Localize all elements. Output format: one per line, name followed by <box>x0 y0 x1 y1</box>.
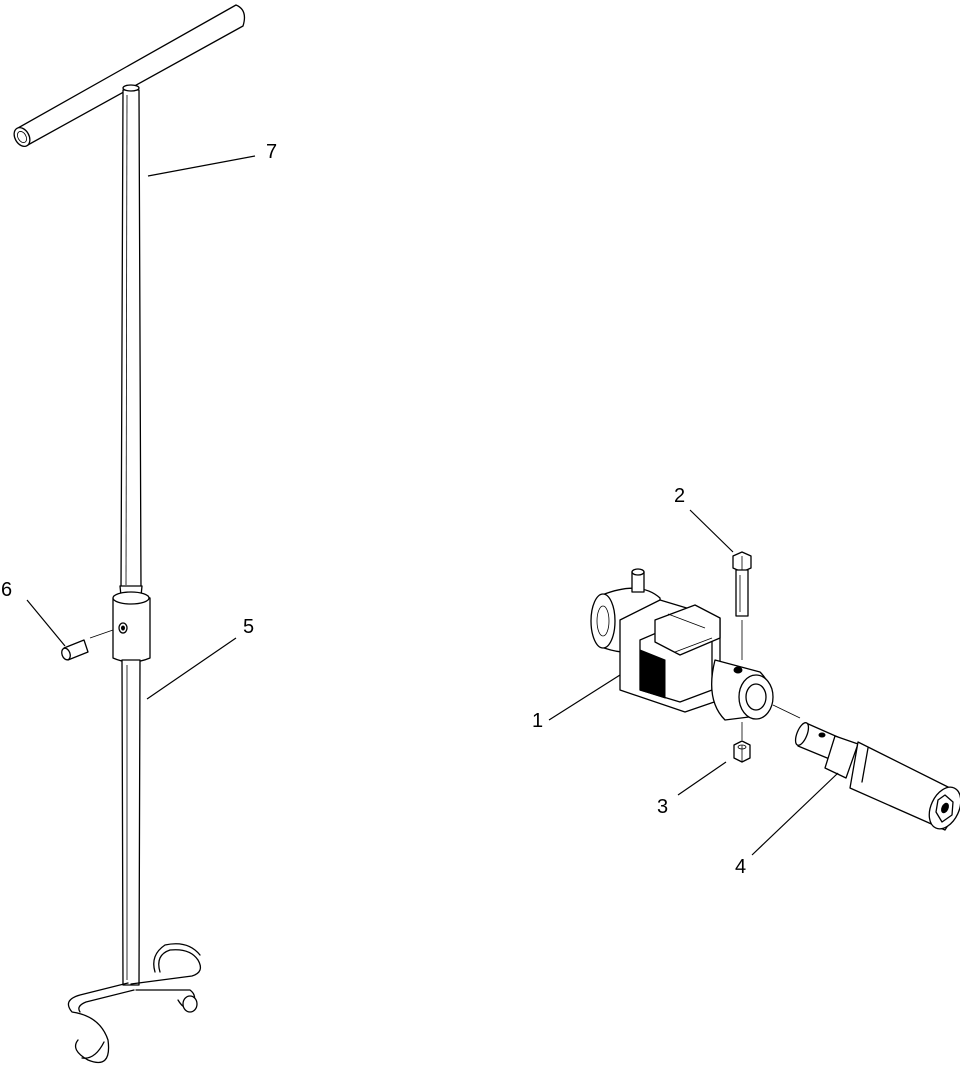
leader-1 <box>548 674 621 721</box>
t-handle-part <box>13 4 246 597</box>
hex-bolt-part <box>732 551 752 740</box>
coupler-sleeve <box>112 591 151 663</box>
leader-6 <box>26 599 66 647</box>
callout-5: 5 <box>243 616 254 638</box>
callout-6: 6 <box>1 579 12 601</box>
lower-rod-part <box>67 659 202 1064</box>
universal-joint-part <box>590 568 801 721</box>
callout-1: 1 <box>532 710 543 732</box>
hex-nut-part <box>733 740 751 763</box>
leader-7 <box>147 155 256 177</box>
callout-2: 2 <box>674 485 685 507</box>
leader-4 <box>751 772 839 856</box>
callout-labels: 7 6 5 2 1 3 4 <box>1 141 746 878</box>
socket-extension-part <box>794 722 960 831</box>
leader-lines <box>26 155 839 856</box>
callout-3: 3 <box>657 796 668 818</box>
callout-4: 4 <box>735 856 746 878</box>
roll-pin-part <box>61 629 114 661</box>
leader-5 <box>146 637 237 700</box>
leader-3 <box>677 761 727 796</box>
callout-7: 7 <box>266 141 277 163</box>
leader-2 <box>689 509 734 553</box>
